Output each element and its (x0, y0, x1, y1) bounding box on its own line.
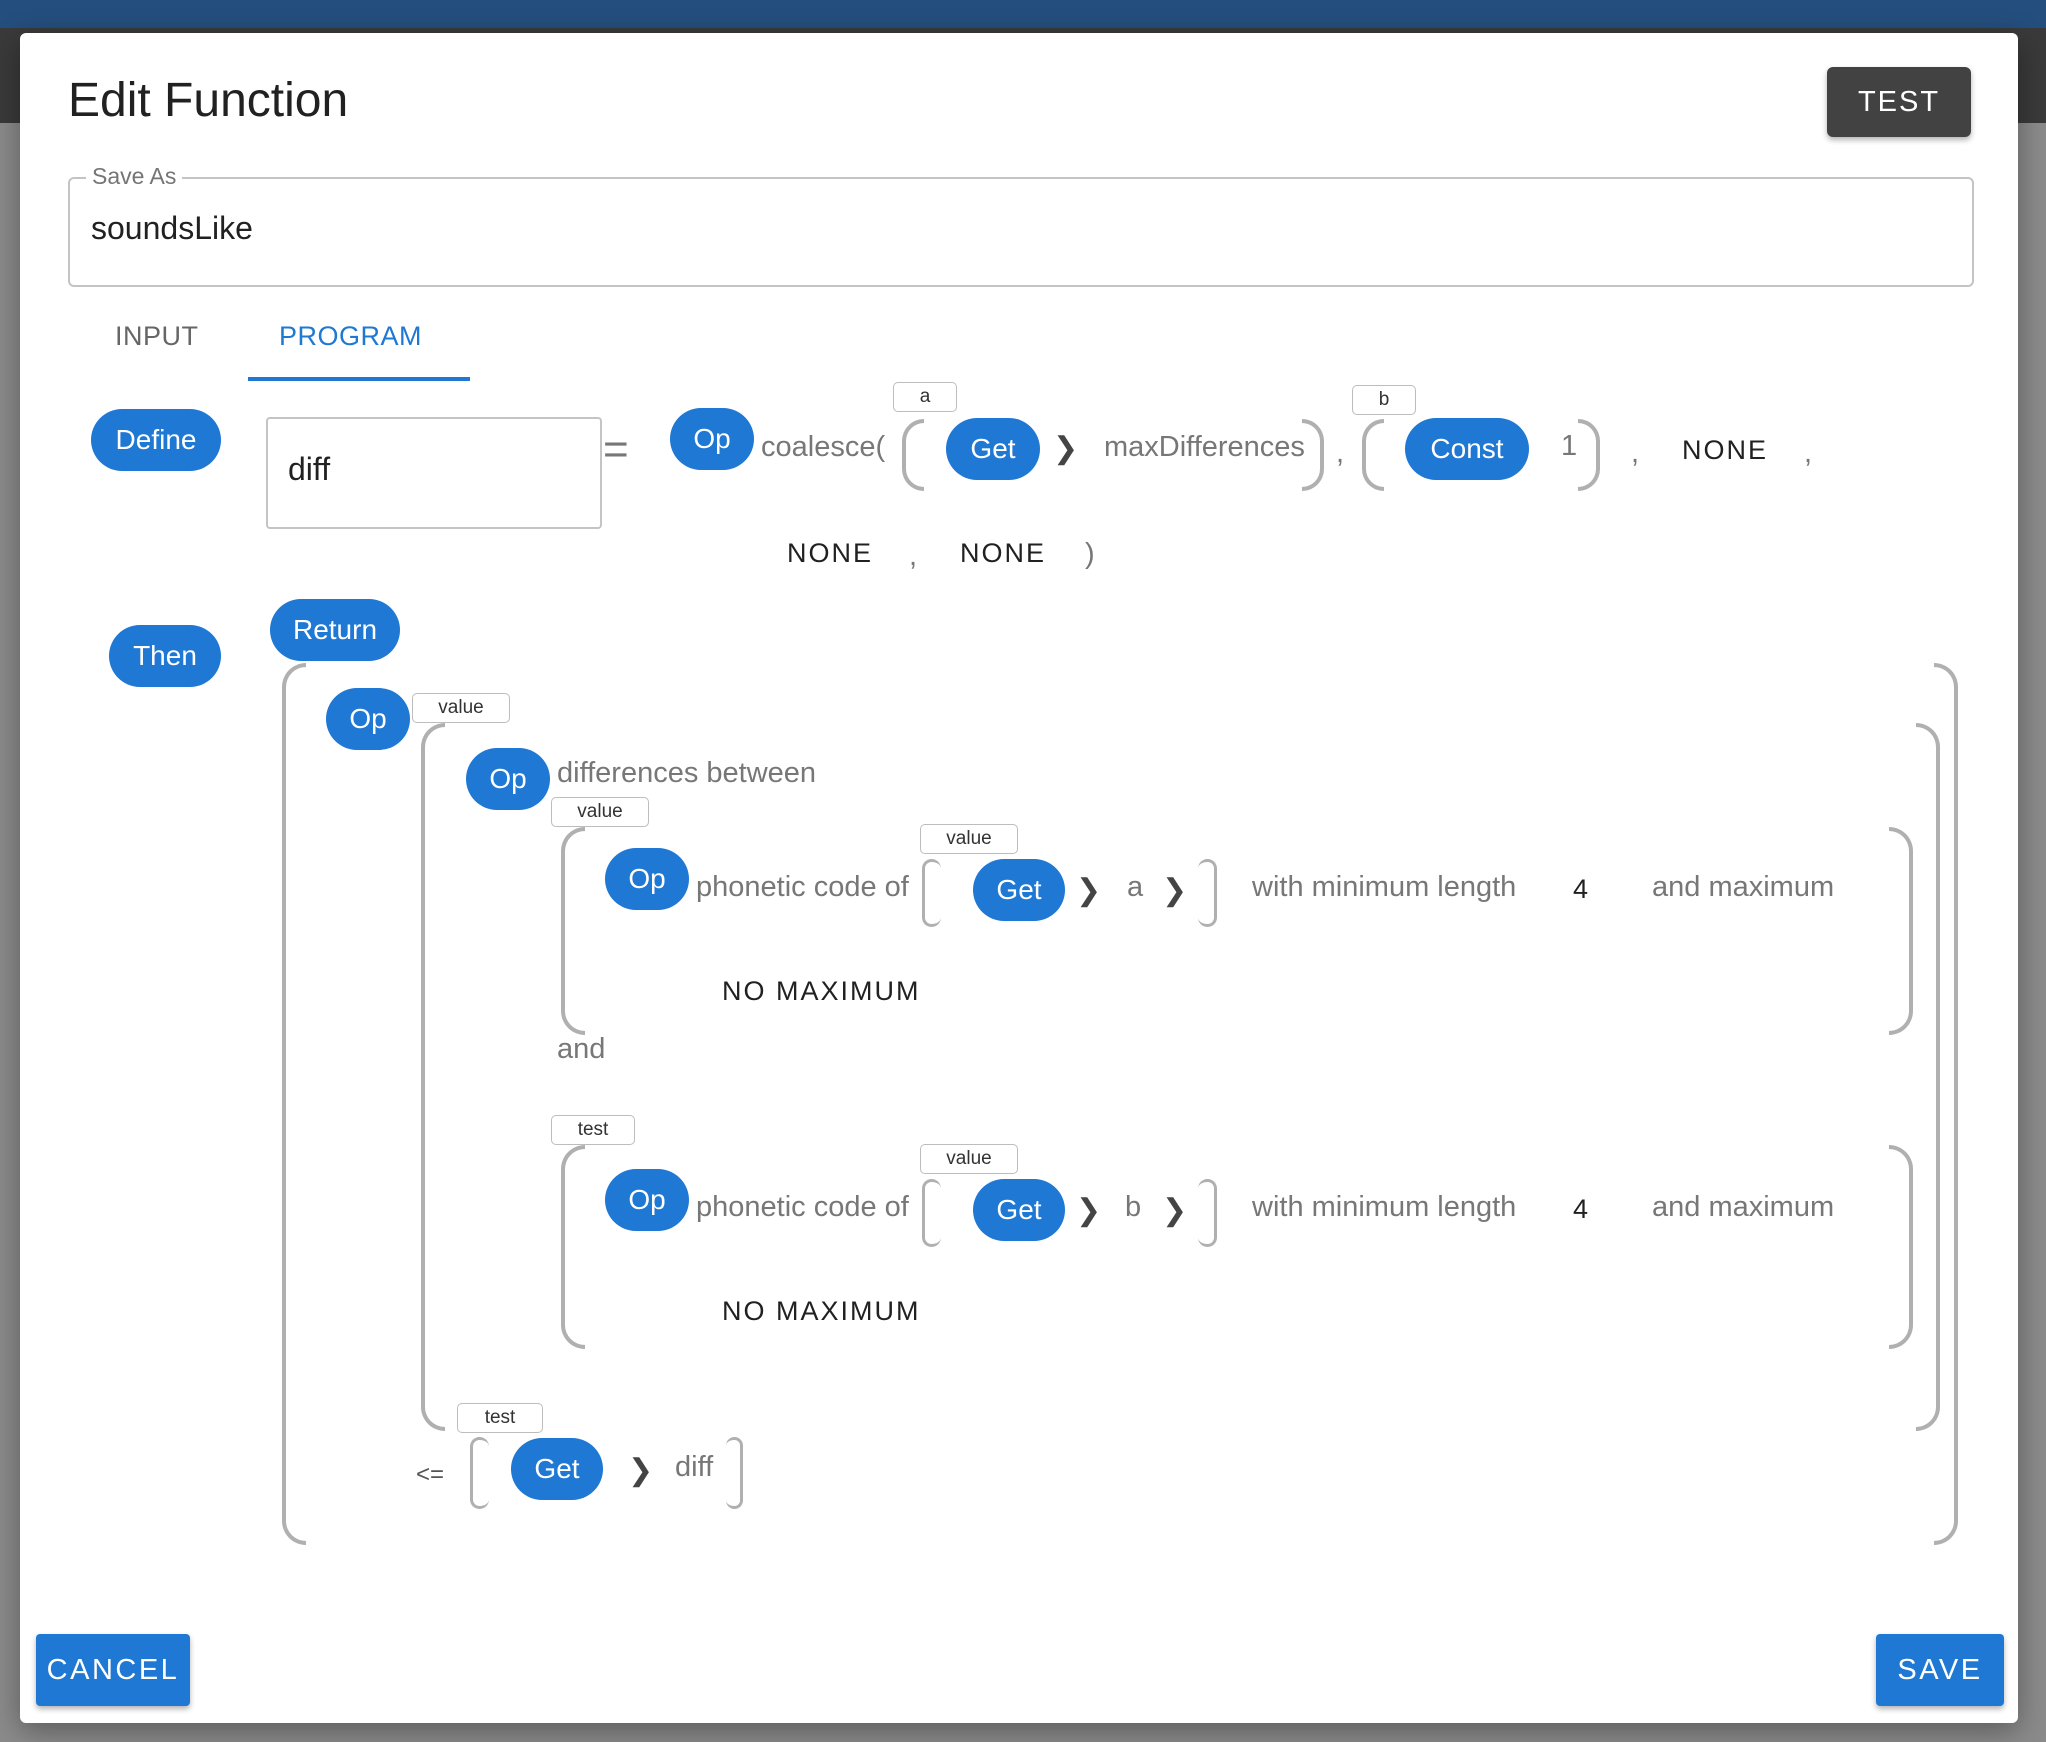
min-length-text: with minimum length (1252, 871, 1517, 903)
comma: , (1804, 437, 1813, 469)
save-as-field[interactable] (68, 177, 1974, 287)
const-value[interactable]: 1 (1561, 430, 1578, 462)
row1-no-maximum[interactable]: NO MAXIMUM (722, 976, 921, 1006)
row1-op-chip[interactable]: Op (605, 848, 689, 910)
close-paren: ) (1085, 538, 1095, 570)
value-tag: value (551, 797, 649, 827)
value-tag: value (412, 693, 510, 723)
row1-bracket-left (561, 827, 585, 1035)
paren-close (1198, 1179, 1217, 1247)
const-chip[interactable]: Const (1405, 418, 1529, 480)
op-chip[interactable]: Op (326, 688, 410, 750)
none-value[interactable]: NONE (787, 538, 874, 568)
row1-path: a (1127, 871, 1144, 903)
save-button[interactable]: SAVE (1876, 1634, 2004, 1706)
chevron-right-icon: ❯ (628, 1454, 654, 1487)
differences-between-text: differences between (557, 757, 817, 789)
test-tag: test (551, 1115, 635, 1145)
define-op-chip[interactable]: Op (670, 408, 754, 470)
test-button[interactable]: TEST (1827, 67, 1971, 137)
value-tag: value (920, 824, 1018, 854)
row2-no-maximum[interactable]: NO MAXIMUM (722, 1296, 921, 1326)
phonetic-code-text: phonetic code of (696, 1191, 909, 1223)
and-text: and (557, 1033, 606, 1065)
arg-tag-a: a (893, 382, 957, 412)
compare-path: diff (675, 1451, 714, 1483)
max-differences-path: maxDifferences (1104, 431, 1305, 463)
save-as-label: Save As (86, 163, 183, 190)
paren-open (470, 1437, 489, 1509)
edit-function-dialog: Edit Function TEST Save As soundsLike IN… (20, 33, 2018, 1723)
row2-path: b (1125, 1191, 1142, 1223)
get-chip-max[interactable]: Get (946, 418, 1040, 480)
coalesce-text: coalesce( (761, 431, 886, 463)
arg-tag-b: b (1352, 385, 1416, 415)
none-value[interactable]: NONE (1682, 435, 1769, 465)
paren-open (922, 1179, 941, 1247)
chevron-right-icon: ❯ (1162, 1194, 1188, 1227)
equals-sign: = (603, 425, 629, 474)
comma: , (1336, 437, 1345, 469)
row2-bracket-right (1889, 1145, 1913, 1349)
row2-get-chip[interactable]: Get (973, 1179, 1065, 1241)
define-chip[interactable]: Define (91, 409, 221, 471)
less-equal-operator: <= (416, 1461, 445, 1488)
app-top-bar (0, 0, 2046, 28)
row1-min-value[interactable]: 4 (1573, 874, 1589, 904)
paren-close (1302, 419, 1324, 491)
row1-get-chip[interactable]: Get (973, 859, 1065, 921)
inner-op-chip[interactable]: Op (466, 748, 550, 810)
chevron-right-icon: ❯ (1162, 874, 1188, 907)
compare-get-chip[interactable]: Get (511, 1438, 603, 1500)
paren-close (726, 1437, 743, 1509)
tab-input[interactable]: INPUT (115, 321, 199, 351)
tab-program[interactable]: PROGRAM (279, 321, 423, 351)
row2-op-chip[interactable]: Op (605, 1169, 689, 1231)
paren-open (1362, 419, 1384, 491)
paren-open (922, 859, 941, 927)
none-value[interactable]: NONE (960, 538, 1047, 568)
row2-min-value[interactable]: 4 (1573, 1194, 1589, 1224)
and-maximum-text: and maximum (1652, 871, 1835, 903)
paren-close (1578, 419, 1600, 491)
row2-bracket-left (561, 1145, 585, 1349)
chevron-right-icon: ❯ (1076, 874, 1102, 907)
min-length-text: with minimum length (1252, 1191, 1517, 1223)
define-name-input[interactable] (266, 417, 602, 529)
cancel-button[interactable]: CANCEL (36, 1634, 190, 1706)
paren-open (902, 419, 924, 491)
row1-bracket-right (1889, 827, 1913, 1035)
value-bracket-left (421, 723, 445, 1431)
dialog-title: Edit Function (68, 74, 349, 127)
tab-indicator (248, 377, 470, 381)
value-bracket-right (1916, 723, 1940, 1431)
return-chip[interactable]: Return (270, 599, 400, 661)
save-as-value[interactable]: soundsLike (91, 210, 253, 246)
define-name-value[interactable]: diff (288, 451, 331, 487)
test-tag: test (457, 1403, 543, 1433)
then-chip[interactable]: Then (109, 625, 221, 687)
comma: , (1631, 437, 1640, 469)
chevron-right-icon: ❯ (1076, 1194, 1102, 1227)
return-bracket-left (282, 663, 306, 1545)
phonetic-code-text: phonetic code of (696, 871, 909, 903)
chevron-right-icon: ❯ (1053, 432, 1079, 465)
paren-close (1198, 859, 1217, 927)
and-maximum-text: and maximum (1652, 1191, 1835, 1223)
value-tag: value (920, 1144, 1018, 1174)
comma: , (909, 540, 918, 572)
